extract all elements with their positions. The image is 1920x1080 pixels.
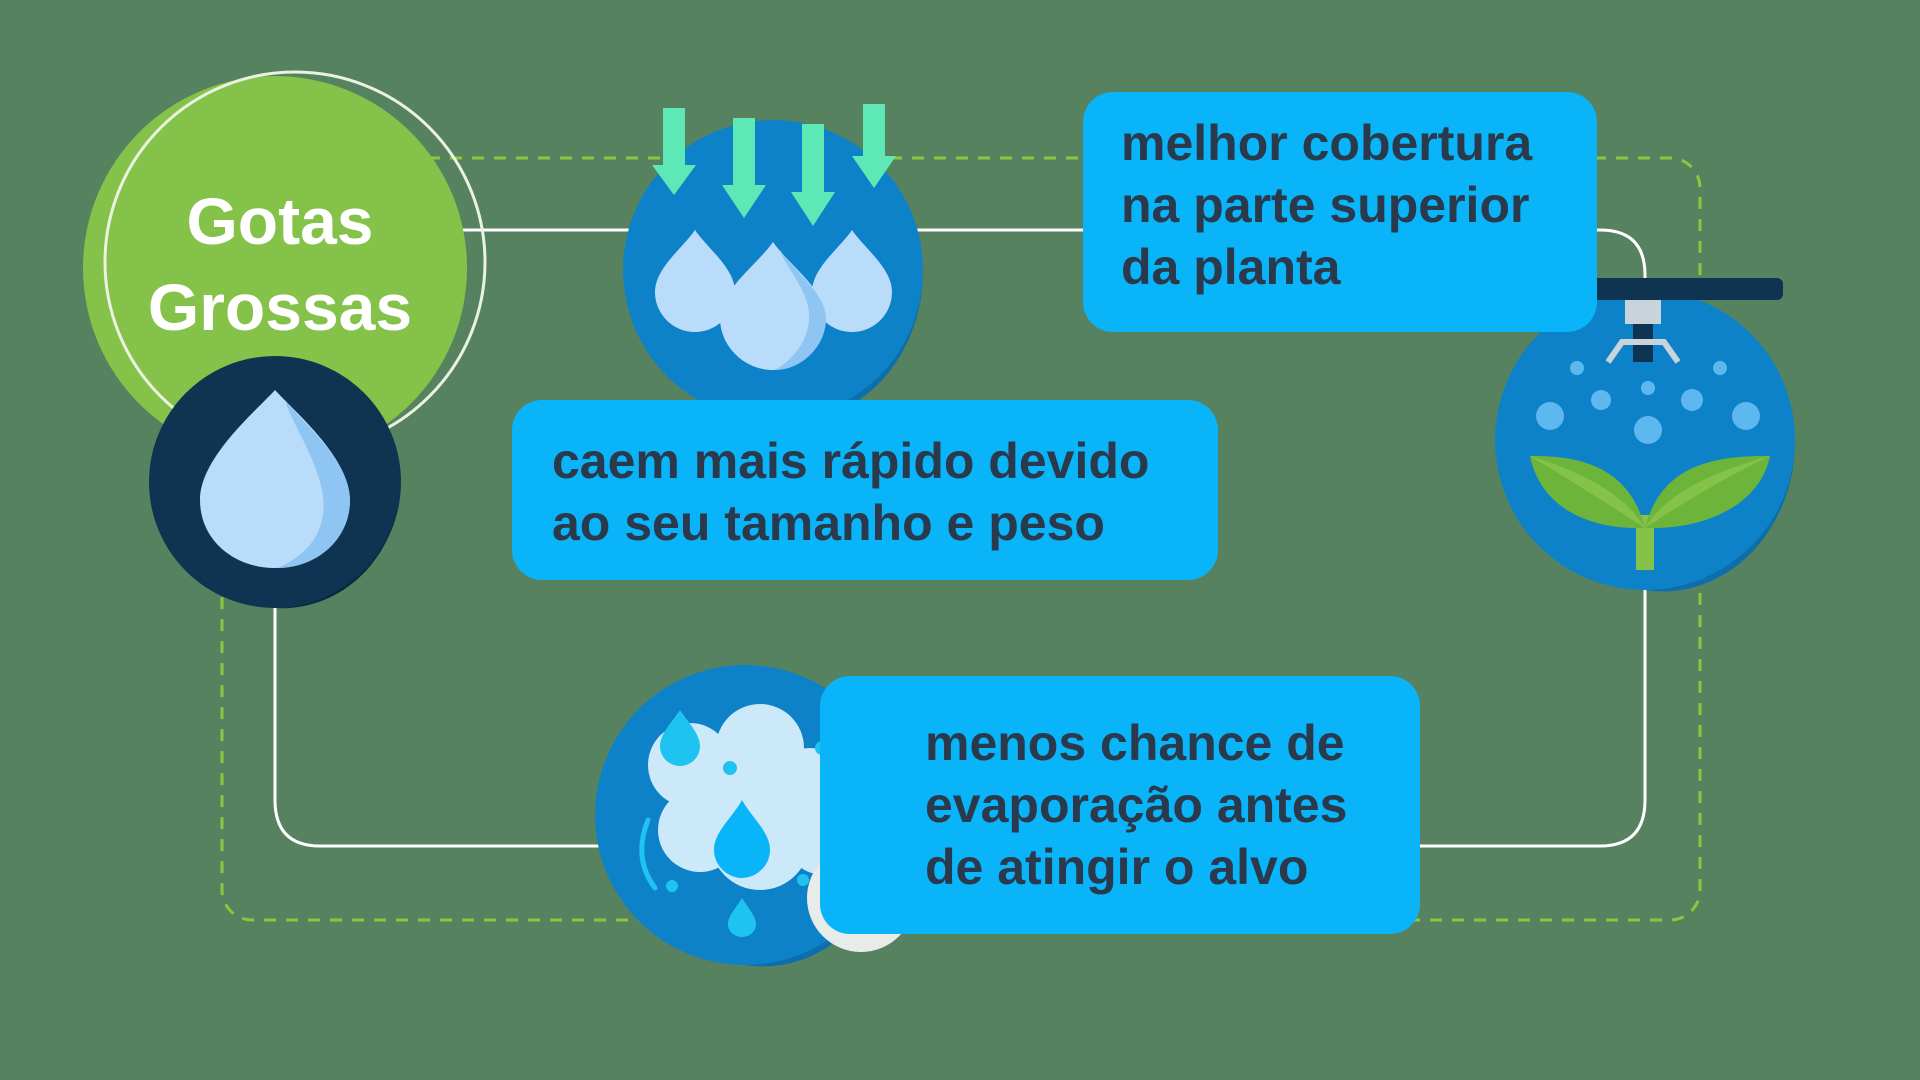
benefit-middle-box: caem mais rápido devido ao seu tamanho e… bbox=[512, 400, 1218, 580]
benefit-bottom-box: menos chance de evaporação antes de atin… bbox=[820, 676, 1420, 934]
sprinkler-plant-icon bbox=[1495, 278, 1796, 592]
water-drop-icon bbox=[149, 356, 401, 609]
benefit-top-box: melhor cobertura na parte superior da pl… bbox=[1083, 92, 1597, 332]
falling-drops-icon bbox=[623, 104, 924, 422]
diagram-title: Gotas Grossas bbox=[147, 184, 413, 344]
